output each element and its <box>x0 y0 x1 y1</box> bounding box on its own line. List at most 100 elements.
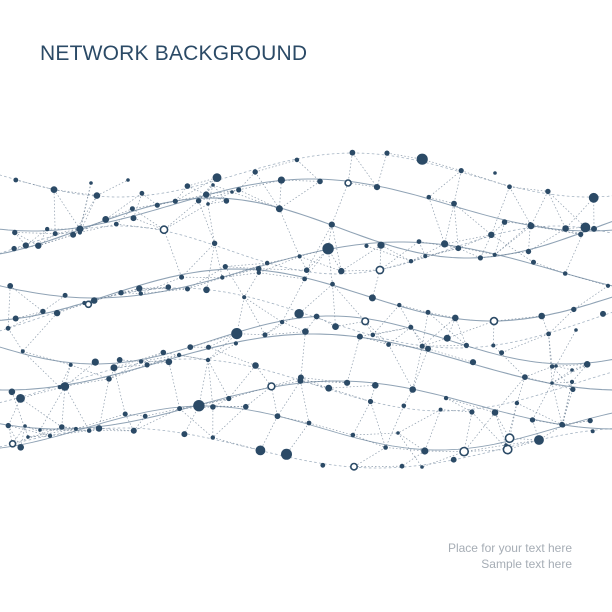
small-node <box>605 283 611 288</box>
network-link <box>207 191 233 205</box>
small-node <box>211 183 215 187</box>
ring-node <box>8 439 17 448</box>
small-node <box>409 386 417 393</box>
network-link <box>198 359 209 406</box>
small-node <box>438 407 443 412</box>
network-link <box>372 334 389 345</box>
network-link <box>399 304 429 313</box>
small-node <box>177 406 183 412</box>
small-node <box>313 313 320 320</box>
network-link <box>300 331 306 378</box>
small-node <box>587 418 593 424</box>
network-link <box>113 352 164 369</box>
network-link <box>64 386 90 431</box>
network-link <box>410 243 445 262</box>
small-node <box>113 221 119 227</box>
network-link <box>370 401 386 448</box>
small-node <box>504 443 508 447</box>
small-node <box>230 190 234 194</box>
small-node <box>233 341 238 346</box>
network-link <box>424 409 441 452</box>
network-link <box>8 425 51 437</box>
network-link <box>524 366 553 378</box>
small-node <box>443 334 451 342</box>
small-node <box>408 259 414 264</box>
large-node <box>416 153 428 165</box>
network-link <box>20 425 26 448</box>
small-node <box>297 377 304 384</box>
small-node <box>493 171 497 175</box>
network-link <box>140 352 164 362</box>
network-link <box>94 292 122 301</box>
network-link <box>447 320 495 339</box>
small-node <box>50 186 58 194</box>
network-link <box>175 177 218 202</box>
network-link <box>491 234 534 263</box>
network-link <box>22 350 71 366</box>
small-node <box>306 420 312 426</box>
network-link <box>179 408 214 438</box>
network-link <box>306 224 333 271</box>
wave-line <box>0 315 612 365</box>
network-link <box>258 268 307 271</box>
network-link <box>244 296 283 323</box>
small-node <box>421 447 429 455</box>
network-link <box>55 228 80 234</box>
ring-node <box>502 444 513 455</box>
network-link <box>20 398 62 428</box>
network-link <box>353 447 386 467</box>
network-link <box>190 333 237 348</box>
network-link <box>427 348 474 363</box>
network-link <box>352 434 386 448</box>
small-node <box>578 231 584 237</box>
small-node <box>160 349 167 356</box>
network-link <box>212 437 261 451</box>
small-node <box>262 332 268 338</box>
network-link <box>509 437 540 441</box>
network-link <box>427 312 456 319</box>
network-link <box>94 288 140 301</box>
network-link <box>22 312 58 352</box>
network-link <box>39 428 76 431</box>
network-link <box>397 409 441 434</box>
network-link <box>552 363 588 367</box>
network-link <box>121 286 169 294</box>
network-link <box>388 344 414 390</box>
small-node <box>514 400 520 406</box>
small-node <box>491 409 499 416</box>
network-link <box>480 251 529 259</box>
network-link <box>260 416 278 451</box>
small-node <box>154 202 160 208</box>
large-node <box>231 328 243 340</box>
network-link <box>440 409 472 413</box>
wave-line <box>0 178 612 232</box>
network-link <box>551 381 573 384</box>
network-link <box>501 333 549 354</box>
network-link <box>140 288 188 294</box>
small-node <box>420 465 424 469</box>
large-node <box>16 394 25 403</box>
network-link <box>207 359 230 399</box>
small-node <box>45 226 50 232</box>
network-link <box>168 361 180 409</box>
network-link <box>163 352 209 361</box>
network-link <box>561 420 591 425</box>
small-node <box>443 395 449 401</box>
network-link <box>15 311 43 319</box>
network-link <box>238 179 282 191</box>
network-link <box>258 272 305 280</box>
network-link <box>119 359 142 362</box>
network-link <box>427 312 467 346</box>
network-link <box>530 225 581 235</box>
small-node <box>73 426 78 431</box>
small-node <box>91 358 99 366</box>
network-link <box>530 223 581 235</box>
network-link <box>271 377 302 387</box>
network-link <box>298 283 333 314</box>
large-node <box>322 243 334 255</box>
small-node <box>377 241 385 249</box>
small-node <box>525 248 532 255</box>
small-node <box>458 168 464 174</box>
small-node <box>591 225 597 232</box>
small-node <box>195 198 202 204</box>
